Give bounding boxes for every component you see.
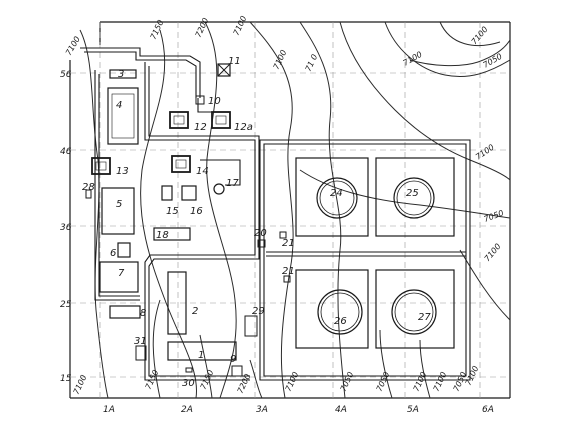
grid-col-label: 6A	[482, 405, 494, 415]
building-5-shape	[101, 187, 135, 235]
contour-label: 7050	[375, 371, 392, 393]
building-label: 11	[228, 56, 241, 67]
road-network	[80, 47, 471, 381]
building-13-shape	[91, 157, 111, 175]
grid-labels: 1A 2A 3A 4A 5A 6A 56 46 36 25 15	[60, 70, 494, 415]
building-15-shape	[161, 185, 173, 201]
building-label: 12a	[234, 122, 253, 133]
grid-col-label: 4A	[335, 405, 347, 415]
building-label: 21	[282, 238, 295, 249]
grid-row-label: 36	[60, 223, 72, 233]
tank-24-shape	[316, 177, 358, 219]
building-16-shape	[181, 185, 197, 201]
building-label: 16	[190, 206, 203, 217]
building-label: 6	[110, 248, 116, 259]
building-21b-shape	[283, 275, 291, 283]
contour-label: 7050	[482, 52, 504, 70]
building-12a-shape	[211, 111, 231, 129]
building-label: 8	[140, 308, 146, 319]
contour-label: 7050	[339, 371, 356, 393]
building-label: 15	[166, 206, 179, 217]
building-label: 14	[196, 166, 209, 177]
building-11-shape	[217, 63, 231, 77]
building-14-shape	[171, 155, 191, 173]
building-3-shape	[109, 69, 137, 79]
building-label: 30	[182, 378, 195, 389]
tank-26-shape	[317, 289, 363, 335]
grid-col-label: 5A	[407, 405, 419, 415]
building-label-group: 1 2 3 4 5 6 7 8 9 10 11 12 12a 13 14 15 …	[82, 56, 431, 389]
building-12-shape	[169, 111, 189, 129]
building-label: 20	[254, 228, 267, 239]
reservoir-cell-27	[375, 269, 455, 349]
contour-label: 7100	[470, 25, 490, 46]
building-label: 25	[406, 188, 419, 199]
building-21-shape	[279, 231, 287, 239]
building-4-inner	[111, 93, 135, 139]
contour-label: 7100	[483, 242, 503, 263]
building-label: 5	[116, 199, 122, 210]
contour-label: 7100	[284, 371, 301, 393]
building-10-shape	[195, 95, 205, 105]
building-18-shape	[153, 227, 191, 241]
building-label: 18	[156, 230, 169, 241]
contour-label: 7100	[432, 371, 449, 393]
contour-label: 7100	[232, 15, 249, 37]
building-label: 7	[118, 268, 125, 279]
building-label: 26	[334, 316, 347, 327]
building-label: 3	[118, 69, 124, 80]
reservoir-cell-24	[295, 157, 369, 237]
building-1-shape	[167, 341, 237, 361]
building-label: 28	[82, 182, 95, 193]
building-30-shape	[185, 367, 193, 373]
grid-col-label: 1A	[103, 405, 115, 415]
building-31-shape	[135, 345, 147, 361]
building-label: 24	[330, 188, 343, 199]
building-label: 27	[418, 312, 431, 323]
building-4-shape	[107, 87, 139, 145]
building-20-shape	[257, 239, 266, 248]
reservoir-cell-26	[295, 269, 369, 349]
grid-row-label: 56	[60, 70, 72, 80]
tank-27-shape	[391, 289, 437, 335]
building-8-shape	[109, 305, 141, 319]
contour-lines	[79, 21, 511, 399]
building-9-shape	[231, 365, 243, 377]
building-6-shape	[117, 242, 131, 258]
building-label: 2	[192, 306, 198, 317]
building-label: 13	[116, 166, 129, 177]
building-label: 9	[230, 354, 236, 365]
building-label: 17	[226, 178, 239, 189]
contour-label: 71 0	[304, 53, 320, 73]
building-7-shape	[99, 261, 139, 293]
grid-row-label: 46	[60, 147, 72, 157]
tank-25-shape	[393, 177, 435, 219]
building-label: 1	[198, 350, 204, 361]
grid-row-label: 15	[60, 374, 72, 384]
building-label: 31	[134, 336, 147, 347]
grid-col-label: 2A	[181, 405, 193, 415]
building-28-shape	[85, 189, 92, 199]
building-footprints	[85, 63, 291, 377]
building-label: 21	[282, 266, 295, 277]
reservoir-cells	[295, 157, 455, 349]
building-29-shape	[244, 315, 258, 337]
reservoir-cell-25	[375, 157, 455, 237]
coordinate-grid	[70, 22, 510, 398]
building-label: 12	[194, 122, 207, 133]
contour-label: 7100	[474, 143, 496, 162]
grid-row-label: 25	[60, 300, 72, 310]
map-frame	[69, 21, 511, 399]
contour-label: 7050	[483, 208, 505, 223]
building-2-shape	[167, 271, 187, 335]
building-label: 29	[252, 306, 265, 317]
building-17-shape	[213, 183, 225, 195]
building-label: 4	[116, 100, 122, 111]
building-label: 10	[208, 96, 221, 107]
contour-label: 7100	[64, 35, 82, 57]
grid-col-label: 3A	[256, 405, 268, 415]
